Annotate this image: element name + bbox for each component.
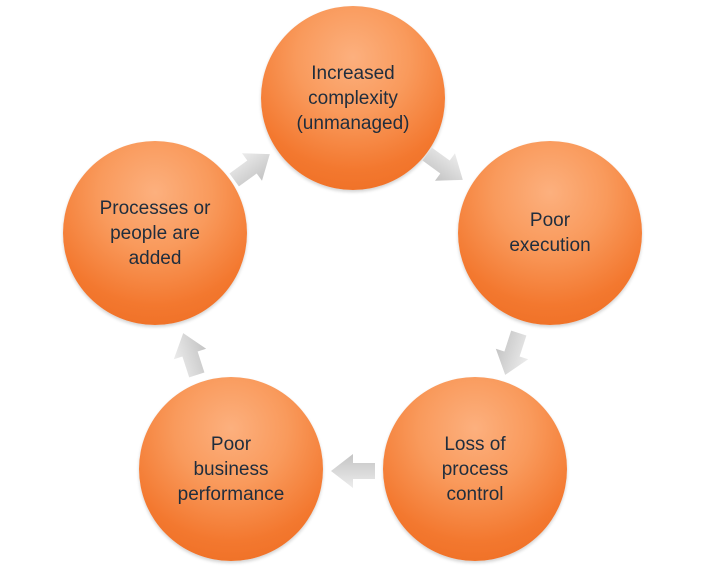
node-label: Loss of process control — [441, 433, 509, 505]
node-label: Poor execution — [509, 210, 591, 256]
arrow-right-icon — [331, 454, 375, 488]
arrow-right-icon — [495, 330, 529, 375]
arrow-right-icon — [173, 333, 207, 378]
node-poor-execution: Poor execution — [458, 141, 642, 325]
node-processes-or-people-added: Processes or people are added — [63, 141, 247, 325]
node-increased-complexity: Increased complexity (unmanaged) — [261, 6, 445, 190]
node-label: Increased complexity (unmanaged) — [296, 62, 410, 134]
node-poor-business-performance: Poor business performance — [139, 377, 323, 561]
node-label: Processes or people are added — [99, 197, 211, 269]
arrow-right-icon — [229, 153, 270, 187]
node-loss-of-process-control: Loss of process control — [383, 377, 567, 561]
arrow-right-icon — [422, 147, 463, 181]
node-label: Poor business performance — [177, 433, 285, 505]
